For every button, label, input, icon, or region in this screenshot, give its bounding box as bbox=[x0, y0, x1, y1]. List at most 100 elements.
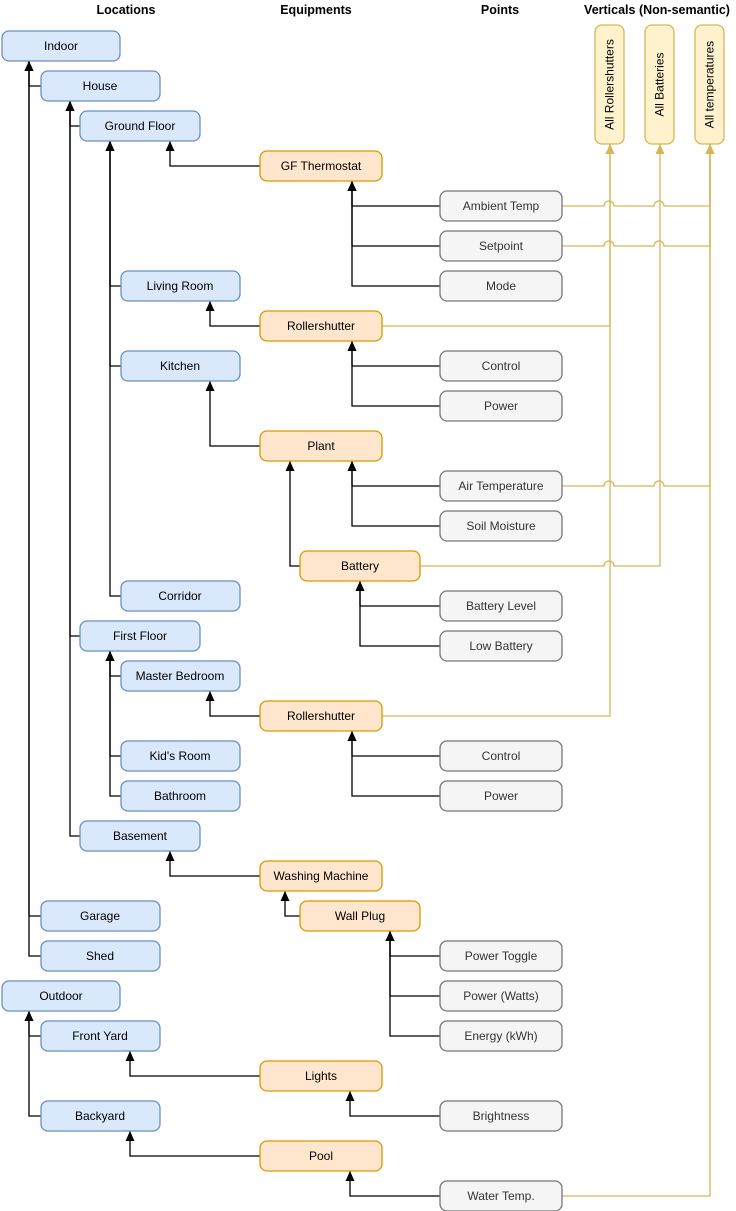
equipment-box-rollershutter-master[interactable] bbox=[259, 700, 383, 732]
vertical-box-all-rollershutters[interactable] bbox=[594, 24, 625, 145]
point-box-battery-level[interactable] bbox=[439, 590, 563, 622]
location-node-kids-room[interactable]: Kid's Room bbox=[120, 740, 241, 772]
point-node-power-toggle[interactable]: Power Toggle bbox=[439, 940, 563, 972]
location-box-front-yard[interactable] bbox=[40, 1020, 161, 1052]
point-box-control-master[interactable] bbox=[439, 740, 563, 772]
point-box-brightness[interactable] bbox=[439, 1100, 563, 1132]
point-box-power-living[interactable] bbox=[439, 390, 563, 422]
equipment-node-rollershutter-living[interactable]: Rollershutter bbox=[259, 310, 383, 342]
equipment-node-plant[interactable]: Plant bbox=[259, 430, 383, 462]
location-node-corridor[interactable]: Corridor bbox=[120, 580, 241, 612]
location-node-basement[interactable]: Basement bbox=[79, 820, 201, 852]
point-box-power-watts[interactable] bbox=[439, 980, 563, 1012]
point-node-control-master[interactable]: Control bbox=[439, 740, 563, 772]
equipment-box-lights[interactable] bbox=[259, 1060, 383, 1092]
location-box-first-floor[interactable] bbox=[79, 620, 201, 652]
location-box-ground-floor[interactable] bbox=[79, 110, 201, 142]
location-node-master-bedroom[interactable]: Master Bedroom bbox=[120, 660, 241, 692]
point-node-brightness[interactable]: Brightness bbox=[439, 1100, 563, 1132]
point-node-power-watts[interactable]: Power (Watts) bbox=[439, 980, 563, 1012]
location-box-corridor[interactable] bbox=[120, 580, 241, 612]
location-box-bathroom[interactable] bbox=[120, 780, 241, 812]
point-node-air-temperature[interactable]: Air Temperature bbox=[439, 470, 563, 502]
point-node-soil-moisture[interactable]: Soil Moisture bbox=[439, 510, 563, 542]
point-node-setpoint[interactable]: Setpoint bbox=[439, 230, 563, 262]
location-node-ground-floor[interactable]: Ground Floor bbox=[79, 110, 201, 142]
location-node-backyard[interactable]: Backyard bbox=[40, 1100, 161, 1132]
location-label-outdoor: Outdoor bbox=[39, 989, 82, 1003]
equipment-box-pool[interactable] bbox=[259, 1140, 383, 1172]
equipment-box-plant[interactable] bbox=[259, 430, 383, 462]
location-box-backyard[interactable] bbox=[40, 1100, 161, 1132]
point-node-low-battery[interactable]: Low Battery bbox=[439, 630, 563, 662]
location-node-outdoor[interactable]: Outdoor bbox=[1, 980, 121, 1012]
point-label-water-temp: Water Temp. bbox=[467, 1189, 534, 1203]
vertical-node-all-batteries[interactable]: All Batteries bbox=[644, 24, 675, 145]
equipment-node-pool[interactable]: Pool bbox=[259, 1140, 383, 1172]
equipment-label-plant: Plant bbox=[307, 439, 335, 453]
point-box-air-temperature[interactable] bbox=[439, 470, 563, 502]
point-box-low-battery[interactable] bbox=[439, 630, 563, 662]
vertical-node-all-rollershutters[interactable]: All Rollershutters bbox=[594, 24, 625, 145]
point-box-power-master[interactable] bbox=[439, 780, 563, 812]
location-box-house[interactable] bbox=[40, 70, 161, 102]
location-node-kitchen[interactable]: Kitchen bbox=[120, 350, 241, 382]
location-label-front-yard: Front Yard bbox=[72, 1029, 128, 1043]
equipment-node-wall-plug[interactable]: Wall Plug bbox=[299, 900, 421, 932]
equipment-box-gf-thermostat[interactable] bbox=[259, 150, 383, 182]
location-node-house[interactable]: House bbox=[40, 70, 161, 102]
location-box-basement[interactable] bbox=[79, 820, 201, 852]
location-box-indoor[interactable] bbox=[1, 30, 121, 62]
location-box-kids-room[interactable] bbox=[120, 740, 241, 772]
equipment-node-battery[interactable]: Battery bbox=[299, 550, 421, 582]
equipment-box-rollershutter-living[interactable] bbox=[259, 310, 383, 342]
location-box-garage[interactable] bbox=[40, 900, 161, 932]
equipment-label-pool: Pool bbox=[309, 1149, 333, 1163]
vertical-label-all-temperatures: All temperatures bbox=[703, 41, 717, 128]
equipment-node-gf-thermostat[interactable]: GF Thermostat bbox=[259, 150, 383, 182]
equipment-node-rollershutter-master[interactable]: Rollershutter bbox=[259, 700, 383, 732]
vertical-box-all-temperatures[interactable] bbox=[694, 24, 725, 145]
point-node-power-living[interactable]: Power bbox=[439, 390, 563, 422]
vertical-connectors bbox=[382, 144, 715, 1197]
location-node-shed[interactable]: Shed bbox=[40, 940, 161, 972]
point-box-control-living[interactable] bbox=[439, 350, 563, 382]
edge-pool-backyard bbox=[125, 1131, 260, 1157]
point-node-mode[interactable]: Mode bbox=[439, 270, 563, 302]
vertical-node-all-temperatures[interactable]: All temperatures bbox=[694, 24, 725, 145]
point-label-power-living: Power bbox=[484, 399, 518, 413]
point-node-power-master[interactable]: Power bbox=[439, 780, 563, 812]
location-box-outdoor[interactable] bbox=[1, 980, 121, 1012]
location-box-kitchen[interactable] bbox=[120, 350, 241, 382]
point-box-water-temp[interactable] bbox=[439, 1180, 563, 1211]
location-node-bathroom[interactable]: Bathroom bbox=[120, 780, 241, 812]
location-node-front-yard[interactable]: Front Yard bbox=[40, 1020, 161, 1052]
equipment-node-washing-machine[interactable]: Washing Machine bbox=[259, 860, 383, 892]
location-node-first-floor[interactable]: First Floor bbox=[79, 620, 201, 652]
point-node-control-living[interactable]: Control bbox=[439, 350, 563, 382]
point-node-energy-kwh[interactable]: Energy (kWh) bbox=[439, 1020, 563, 1052]
point-box-setpoint[interactable] bbox=[439, 230, 563, 262]
point-box-ambient-temp[interactable] bbox=[439, 190, 563, 222]
point-box-energy-kwh[interactable] bbox=[439, 1020, 563, 1052]
edge-battery-to-all-batteries bbox=[420, 144, 665, 567]
location-box-master-bedroom[interactable] bbox=[120, 660, 241, 692]
equipment-node-lights[interactable]: Lights bbox=[259, 1060, 383, 1092]
point-node-battery-level[interactable]: Battery Level bbox=[439, 590, 563, 622]
location-box-living-room[interactable] bbox=[120, 270, 241, 302]
header-equipments: Equipments bbox=[280, 3, 352, 17]
point-box-mode[interactable] bbox=[439, 270, 563, 302]
edge-kids-room-first-floor bbox=[105, 651, 121, 757]
location-box-shed[interactable] bbox=[40, 940, 161, 972]
equipment-box-battery[interactable] bbox=[299, 550, 421, 582]
point-box-soil-moisture[interactable] bbox=[439, 510, 563, 542]
location-node-living-room[interactable]: Living Room bbox=[120, 270, 241, 302]
location-node-garage[interactable]: Garage bbox=[40, 900, 161, 932]
point-node-ambient-temp[interactable]: Ambient Temp bbox=[439, 190, 563, 222]
location-node-indoor[interactable]: Indoor bbox=[1, 30, 121, 62]
vertical-box-all-batteries[interactable] bbox=[644, 24, 675, 145]
point-box-power-toggle[interactable] bbox=[439, 940, 563, 972]
equipment-box-wall-plug[interactable] bbox=[299, 900, 421, 932]
equipment-box-washing-machine[interactable] bbox=[259, 860, 383, 892]
point-node-water-temp[interactable]: Water Temp. bbox=[439, 1180, 563, 1211]
